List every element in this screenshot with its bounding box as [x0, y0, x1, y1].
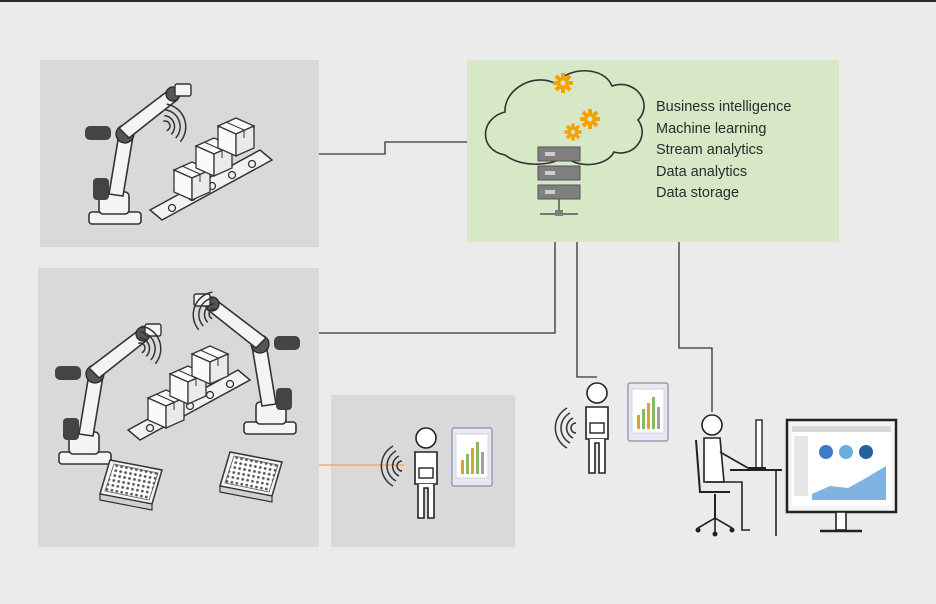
office-worker-icon: [701, 414, 750, 531]
wired-link-office: [678, 242, 713, 412]
worker-icon: [414, 427, 438, 519]
box-icon: [217, 117, 255, 157]
wired-link-mobile-worker: [576, 242, 597, 378]
robot-cell-2: [54, 287, 301, 511]
mobile-worker: [554, 382, 669, 474]
service-stream-analytics: Stream analytics: [656, 142, 764, 158]
tablet-icon: [627, 382, 669, 442]
gear-icon: [564, 123, 582, 141]
gear-icon: [580, 109, 600, 129]
wireless-signal-icon: [554, 407, 577, 449]
top-divider: [0, 0, 936, 2]
service-business-intelligence: Business intelligence: [656, 99, 792, 115]
server-rack-icon: [537, 146, 581, 216]
gear-icon: [553, 73, 573, 93]
cloud-services-list: Business intelligence Machine learning S…: [656, 97, 791, 205]
service-data-analytics: Data analytics: [656, 163, 748, 180]
tablet-icon: [451, 427, 493, 487]
parts-tray-icon: [219, 451, 283, 503]
desk-icon: [730, 419, 782, 536]
box-icon: [191, 345, 229, 385]
industrial-robot-icon: [54, 323, 162, 465]
desktop-monitor-icon: [785, 418, 898, 533]
office-workstation: [695, 414, 898, 537]
robot-cell-1: [84, 83, 273, 225]
cloud-services-panel: [467, 60, 839, 242]
wireless-signal-icon: [380, 445, 403, 487]
local-operator: [380, 427, 493, 519]
worker-icon: [585, 382, 609, 474]
parts-tray-icon: [99, 459, 163, 511]
office-chair-icon: [695, 439, 735, 537]
wired-link-cell-1: [319, 141, 467, 155]
wired-link-cell-2: [319, 242, 556, 334]
service-machine-learning: Machine learning: [656, 120, 767, 137]
service-data-storage: Data storage: [656, 185, 740, 201]
